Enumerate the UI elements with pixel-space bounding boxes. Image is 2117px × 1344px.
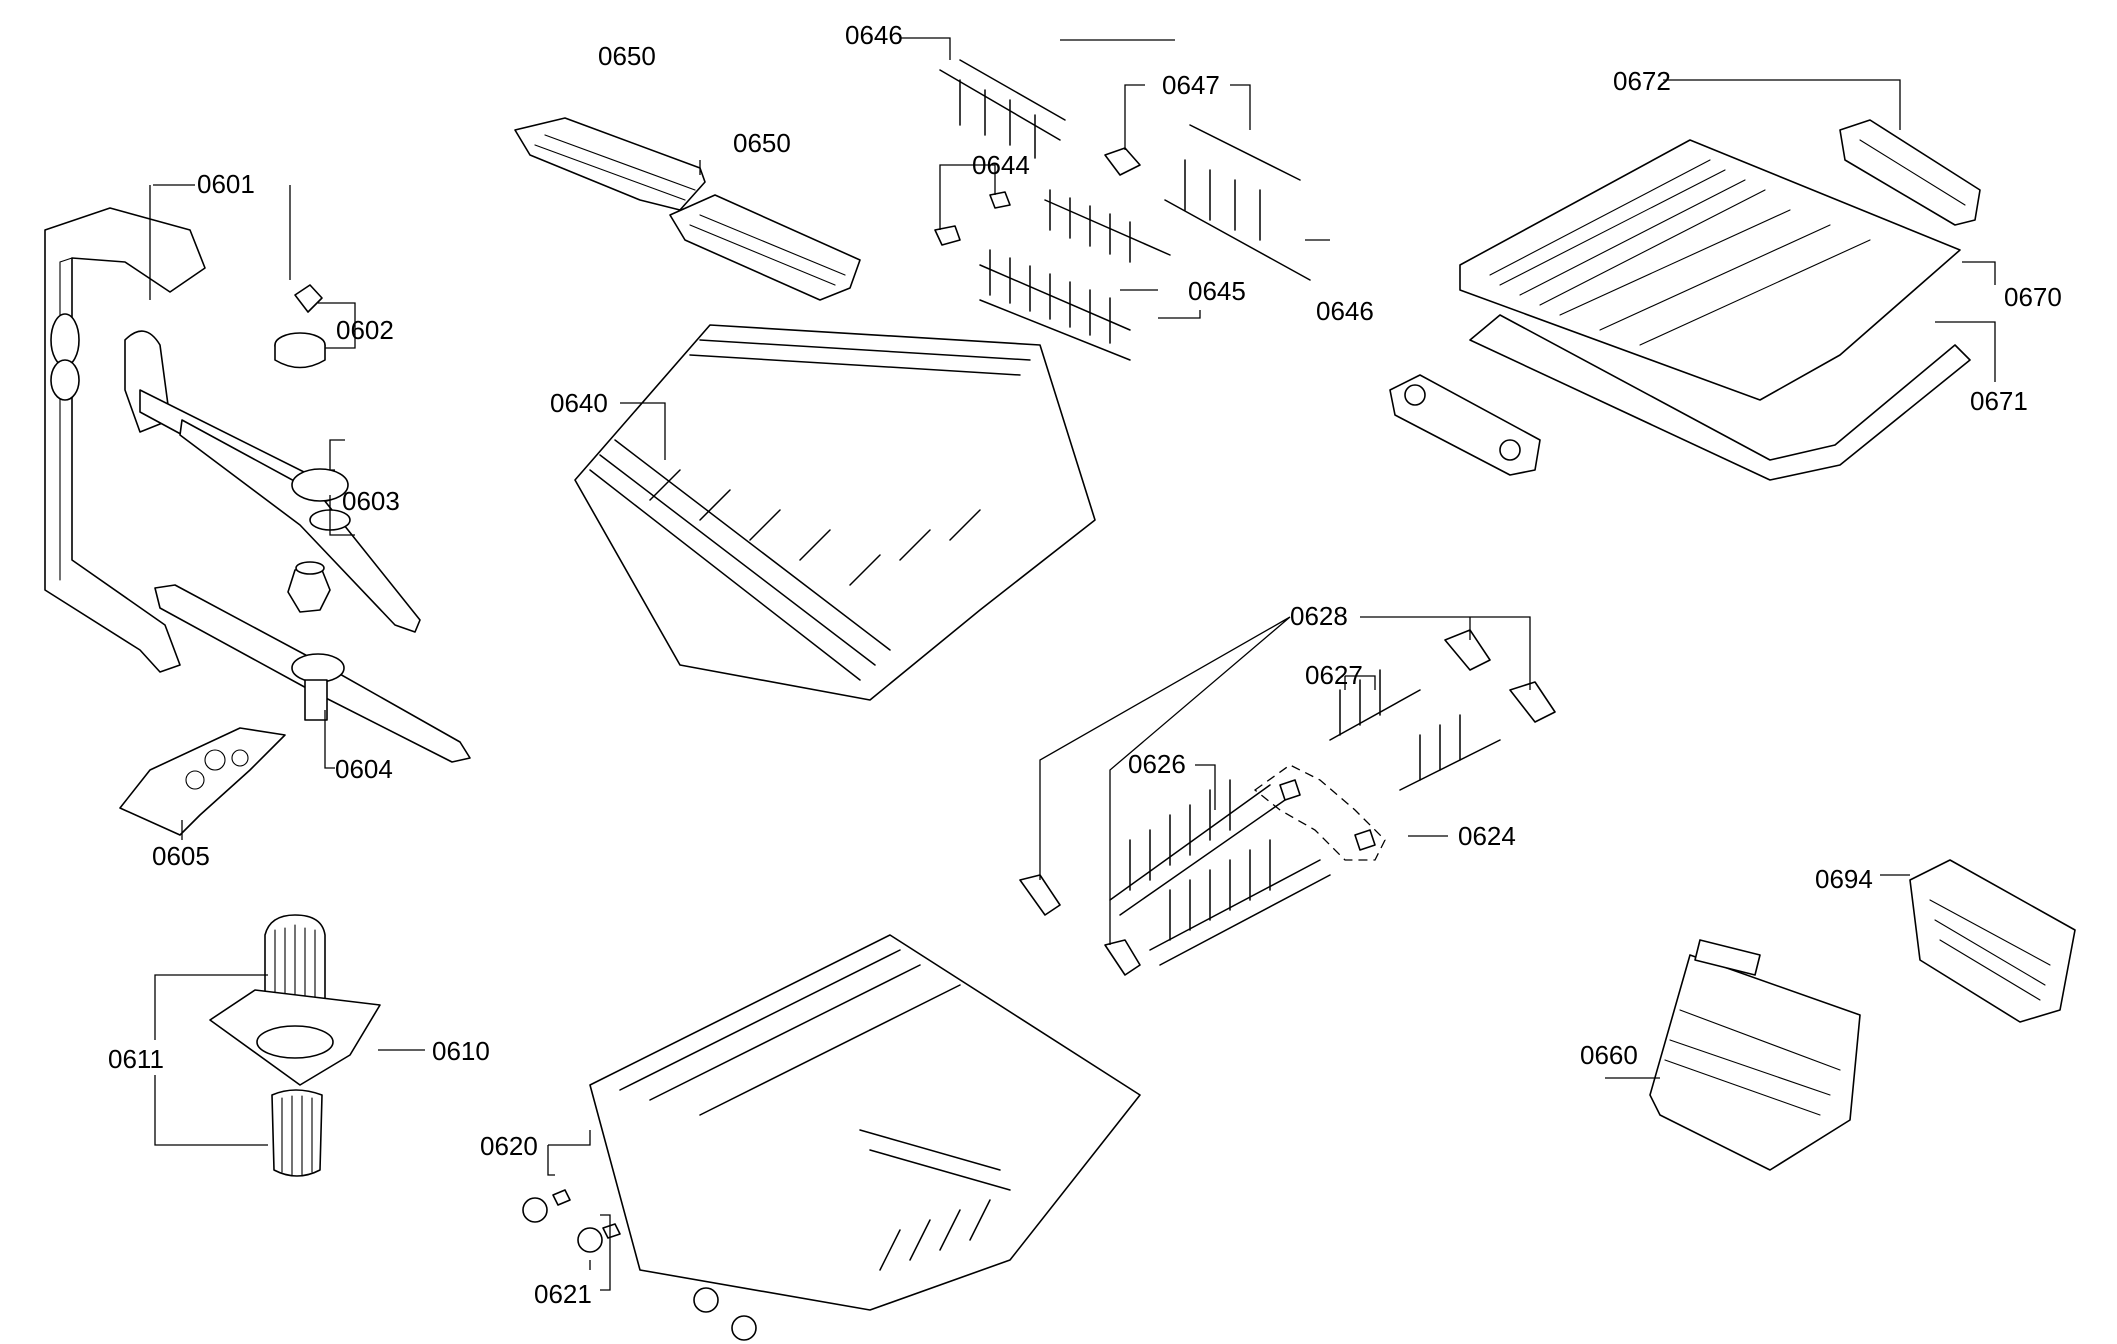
callout-0650-right: 0650 [733,128,791,158]
cup-tine-rack-left[interactable] [979,249,1131,361]
cup-shelf-left[interactable] [514,117,706,211]
fold-tine-right[interactable] [1149,839,1331,966]
tine-row-mid[interactable] [1164,124,1311,281]
tray-end-bracket-right[interactable] [1839,119,1981,226]
rack-wheels[interactable] [522,1197,757,1341]
callout-0640: 0640 [550,388,608,418]
tray-frame[interactable] [1469,314,1971,481]
rear-tine-rack[interactable] [1329,669,1501,791]
spray-arm-nut[interactable] [287,561,331,613]
tray-end-bracket-left[interactable] [1389,374,1541,476]
callout-0672: 0672 [1613,66,1671,96]
callout-0603: 0603 [342,486,400,516]
callout-0624: 0624 [1458,821,1516,851]
fold-tine-left[interactable] [1109,779,1286,916]
cutlery-basket[interactable] [1649,939,1861,1171]
callout-0620: 0620 [480,1131,538,1161]
callout-0660: 0660 [1580,1040,1638,1070]
lower-dish-rack[interactable] [589,934,1141,1311]
callout-0645: 0645 [1188,276,1246,306]
upper-spray-arm[interactable] [179,419,421,633]
small-cutlery-basket[interactable] [1909,859,2076,1023]
small-clip-b[interactable] [989,191,1011,209]
callout-0628: 0628 [1290,601,1348,631]
lower-spray-arm[interactable] [154,584,471,763]
callout-0621: 0621 [534,1279,592,1309]
callout-0611: 0611 [108,1044,164,1074]
callout-0602: 0602 [336,315,394,345]
callout-0627: 0627 [1305,660,1363,690]
callout-0626: 0626 [1128,749,1186,779]
filter-plate[interactable] [209,989,381,1086]
callout-0647: 0647 [1162,70,1220,100]
small-clip-a[interactable] [934,225,961,246]
callout-0650-left: 0650 [598,41,656,71]
callout-0670: 0670 [2004,282,2062,312]
callout-0694: 0694 [1815,864,1873,894]
tine-brackets[interactable] [1444,629,1556,723]
tine-row-top[interactable] [939,59,1066,159]
spray-arm-bearing[interactable] [274,284,326,369]
callout-0610: 0610 [432,1036,490,1066]
cutlery-tray[interactable] [1459,139,1961,401]
leader-lines [149,37,1996,1291]
callout-0604: 0604 [335,754,393,784]
spray-supply-pipe[interactable] [44,207,206,673]
callout-0646-right: 0646 [1316,296,1374,326]
callout-0646-top: 0646 [845,20,903,50]
cup-shelf-right[interactable] [669,194,861,301]
small-holders[interactable] [1253,764,1386,861]
callout-0605: 0605 [152,841,210,871]
callout-0644: 0644 [972,150,1030,180]
cup-tine-rack-right[interactable] [1044,189,1171,263]
spray-arm-cover[interactable] [119,727,286,836]
tine-clip-upper[interactable] [1104,147,1141,176]
micro-filter[interactable] [271,1089,323,1177]
callout-labels: 0601 0602 0603 0604 0605 0610 0611 0620 … [108,20,2062,1309]
tine-holder-clips[interactable] [1019,874,1141,976]
upper-dish-rack[interactable] [574,324,1096,701]
wheel-axles[interactable] [552,1189,621,1239]
callout-0671: 0671 [1970,386,2028,416]
callout-0601: 0601 [197,169,255,199]
